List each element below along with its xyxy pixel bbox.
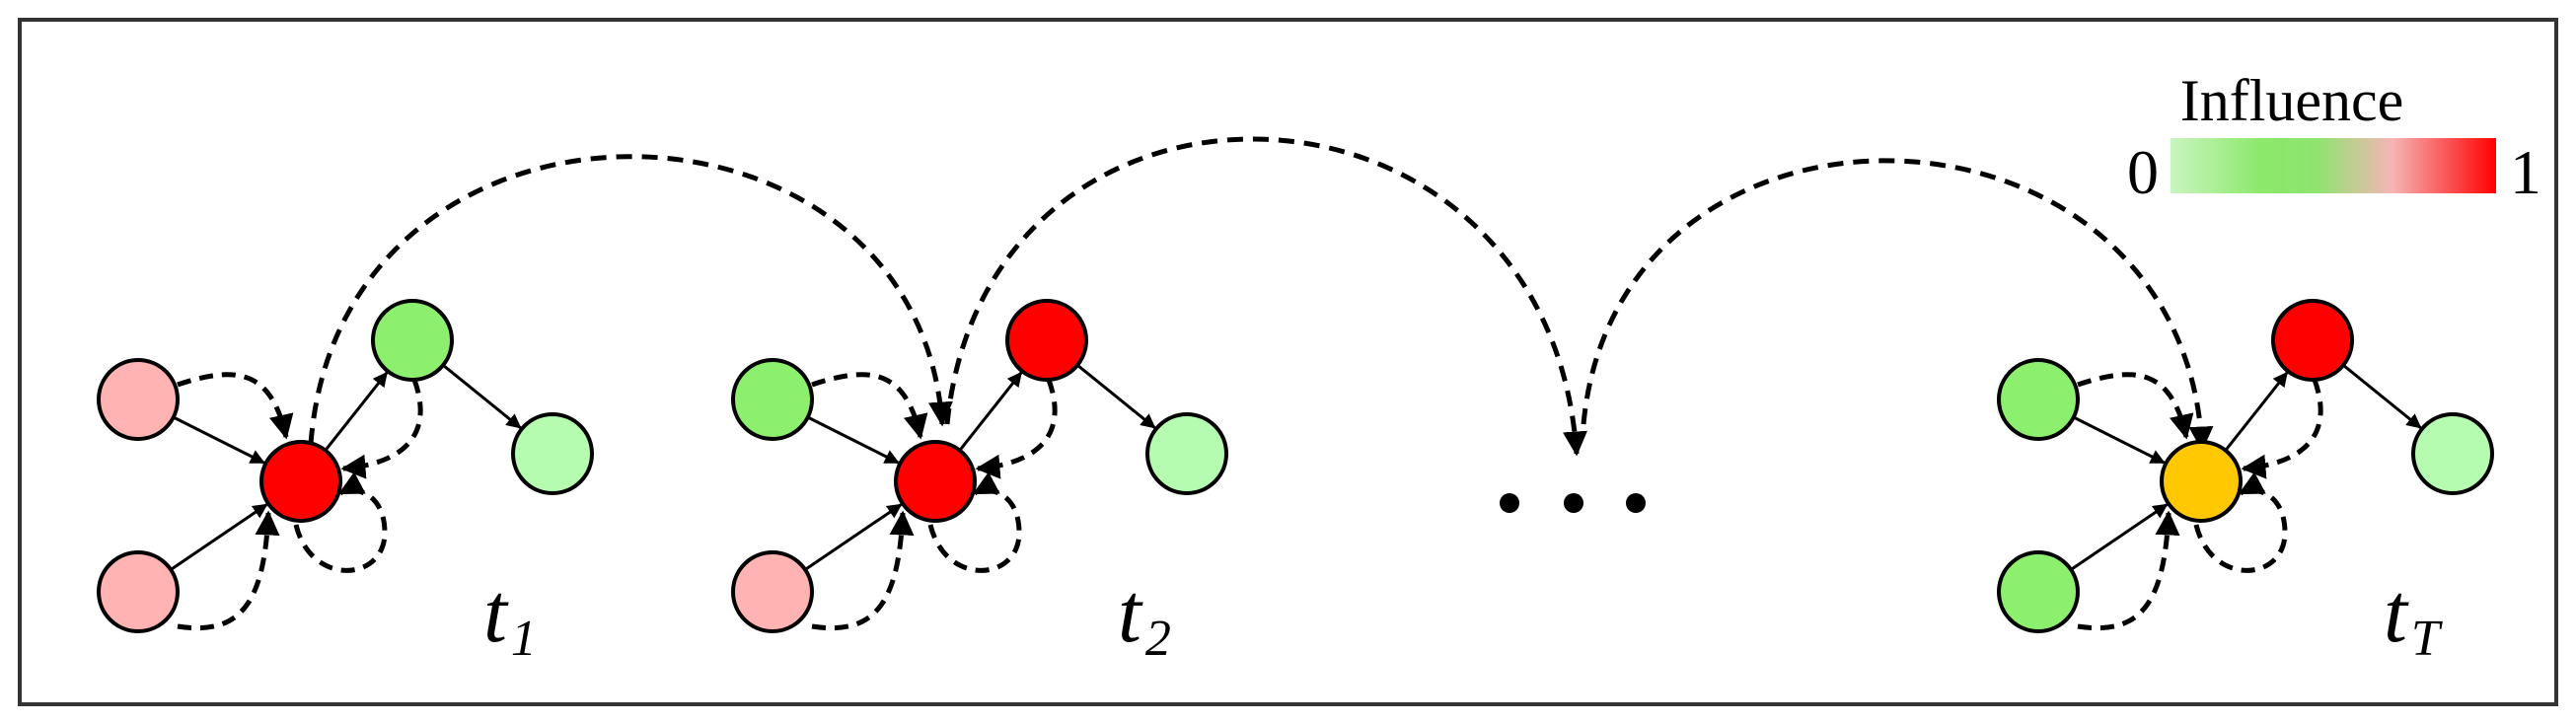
time-label-main: t xyxy=(2384,565,2409,660)
node-right xyxy=(1145,412,1228,495)
time-label: tT xyxy=(2384,565,2443,667)
influence-edge-up-left xyxy=(811,372,928,440)
influence-self-loop xyxy=(2193,471,2288,573)
temporal-link-ellipsis-tT xyxy=(1581,158,2214,452)
time-label-main: t xyxy=(1118,565,1143,660)
temporal-link-t2-ellipsis xyxy=(944,136,1587,457)
node-center xyxy=(894,440,977,523)
legend-min-label: 0 xyxy=(2127,137,2159,207)
legend-title: Influence xyxy=(2180,68,2404,133)
edge-center-top xyxy=(958,371,1023,452)
ellipsis-dot xyxy=(1500,493,1519,513)
node-down-left xyxy=(97,550,180,633)
ellipsis xyxy=(1500,493,1646,513)
edge-up_left-center xyxy=(173,415,265,465)
influence-edge-top xyxy=(975,379,1058,479)
edge-center-top xyxy=(2224,371,2289,452)
node-top xyxy=(1005,299,1088,382)
edge-down_left-center xyxy=(804,503,903,571)
node-right xyxy=(511,412,594,495)
legend-max-label: 1 xyxy=(2510,137,2541,207)
ellipsis-dot xyxy=(1564,493,1583,513)
node-center xyxy=(2160,440,2243,523)
influence-colorbar xyxy=(2171,138,2496,193)
time-label: t1 xyxy=(483,565,537,667)
graph-snapshot-t2: t2 xyxy=(731,299,1228,667)
edge-down_left-center xyxy=(2070,503,2169,571)
influence-edge-down-left xyxy=(811,510,915,631)
node-top xyxy=(2271,299,2354,382)
node-down-left xyxy=(1997,550,2080,633)
node-center xyxy=(259,440,342,523)
graph-snapshot-tT: tT xyxy=(1997,299,2494,667)
edge-top-right xyxy=(2342,364,2422,429)
edge-up_left-center xyxy=(2073,415,2166,465)
edge-top-right xyxy=(442,364,522,429)
influence-edge-top xyxy=(2241,379,2323,479)
influence-edge-up-left xyxy=(2077,372,2194,440)
ellipsis-dot xyxy=(1626,493,1646,513)
temporal-links xyxy=(308,136,2214,457)
node-up-left xyxy=(1997,358,2080,441)
influence-edge-down-left xyxy=(177,510,280,631)
edge-top-right xyxy=(1076,364,1156,429)
influence-edge-top xyxy=(340,379,423,479)
node-down-left xyxy=(731,550,814,633)
influence-self-loop xyxy=(293,471,388,573)
time-label-sub: 2 xyxy=(1145,611,1171,667)
influence-edge-up-left xyxy=(177,372,294,440)
node-up-left xyxy=(731,358,814,441)
edge-up_left-center xyxy=(807,415,900,465)
time-label-main: t xyxy=(483,565,509,660)
influence-edge-down-left xyxy=(2077,510,2180,631)
graph-snapshot-t1: t1 xyxy=(97,299,594,667)
time-label-sub: 1 xyxy=(511,611,537,667)
temporal-link-t1-t2 xyxy=(308,154,953,445)
time-label: t2 xyxy=(1118,565,1171,667)
time-label-sub: T xyxy=(2411,611,2443,667)
node-right xyxy=(2411,412,2494,495)
edge-center-top xyxy=(324,371,389,452)
influence-self-loop xyxy=(927,471,1022,573)
edge-down_left-center xyxy=(170,503,268,571)
node-up-left xyxy=(97,358,180,441)
influence-legend: Influence 0 1 xyxy=(2127,68,2541,207)
node-top xyxy=(371,299,454,382)
